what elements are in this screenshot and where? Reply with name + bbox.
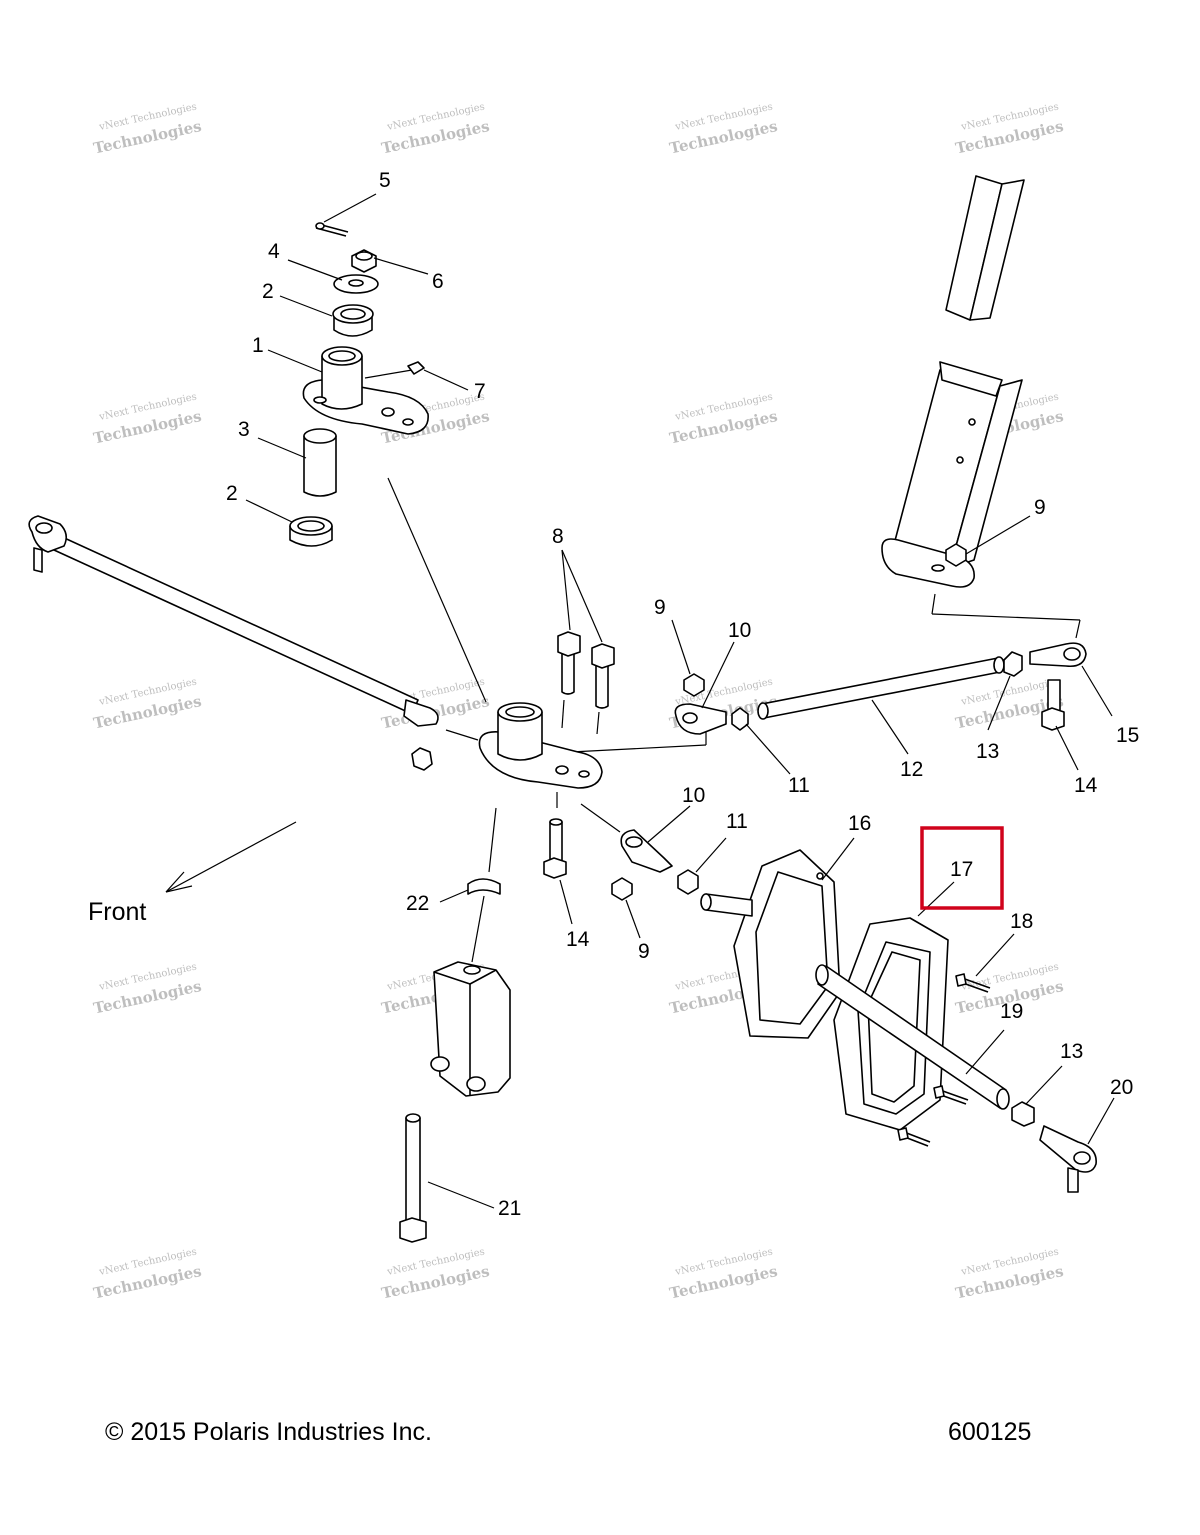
washer-part xyxy=(333,274,379,294)
callout-22: 22 xyxy=(406,892,429,915)
drawing-number: 600125 xyxy=(948,1418,1032,1446)
watermark-grid: vNext Technologies Technologies vNext Te… xyxy=(92,102,1065,1303)
callout-11-lower: 11 xyxy=(726,810,748,833)
callout-13: 13 xyxy=(976,740,999,763)
steering-column-part xyxy=(881,175,1025,588)
steering-boot-part xyxy=(700,849,841,1039)
watermark: vNext Technologies Technologies xyxy=(954,1247,1065,1303)
watermark: vNext Technologies Technologies xyxy=(668,1247,779,1303)
callout-15: 15 xyxy=(1116,724,1139,747)
frame-bracket-part xyxy=(430,961,511,1097)
callout-8: 8 xyxy=(552,525,564,548)
callout-18: 18 xyxy=(1010,910,1033,933)
callout-16: 16 xyxy=(848,812,871,835)
callout-12: 12 xyxy=(900,758,923,781)
tie-rod-end-part xyxy=(620,829,673,873)
tie-rod-end-part xyxy=(1029,642,1087,668)
screw-part xyxy=(955,973,991,993)
callout-10: 10 xyxy=(728,619,751,642)
idler-arm-part xyxy=(478,702,603,789)
nut-part xyxy=(1011,1101,1035,1127)
callout-6: 6 xyxy=(432,270,444,293)
bushing-upper-part xyxy=(332,304,374,337)
watermark: vNext Technologies Technologies xyxy=(92,677,203,733)
callout-1: 1 xyxy=(252,334,264,357)
callout-2: 2 xyxy=(262,280,274,303)
watermark: vNext Technologies Technologies xyxy=(92,1247,203,1303)
callout-19: 19 xyxy=(1000,1000,1023,1023)
callout-3: 3 xyxy=(238,418,250,441)
callout-7: 7 xyxy=(474,380,486,403)
watermark: vNext Technologies Technologies xyxy=(380,1247,491,1303)
watermark: vNext Technologies Technologies xyxy=(92,392,203,448)
screw-part xyxy=(933,1085,969,1105)
tie-rod-long-part xyxy=(28,515,439,727)
callout-2-lower: 2 xyxy=(226,482,238,505)
callout-20: 20 xyxy=(1110,1076,1133,1099)
nut-part xyxy=(683,673,705,697)
nut-part xyxy=(1003,651,1023,677)
callout-4: 4 xyxy=(268,240,280,263)
bolt-part xyxy=(591,643,615,709)
callout-9-upper-right: 9 xyxy=(1034,496,1046,519)
watermark: vNext Technologies Technologies xyxy=(92,102,203,158)
callout-labels: 5 4 6 2 1 7 3 2 8 9 10 11 12 13 14 15 9 … xyxy=(226,169,1139,1220)
watermark: vNext Technologies Technologies xyxy=(668,392,779,448)
callout-5: 5 xyxy=(379,169,391,192)
watermark: vNext Technologies Technologies xyxy=(668,102,779,158)
cotter-pin-part xyxy=(315,222,349,237)
callout-13-lower: 13 xyxy=(1060,1040,1083,1063)
callout-highlight-box xyxy=(920,826,1004,910)
tie-rod-end-part xyxy=(674,703,727,735)
nut-part xyxy=(411,747,433,771)
callout-14: 14 xyxy=(1074,774,1098,797)
bolt-part xyxy=(557,631,581,695)
callout-10-lower: 10 xyxy=(682,784,705,807)
spacer-tube-part xyxy=(303,428,337,497)
bolt-part xyxy=(543,818,567,879)
callout-14-lower: 14 xyxy=(566,928,590,951)
watermark: vNext Technologies Technologies xyxy=(92,962,203,1018)
clip-part xyxy=(467,878,501,895)
nut-part xyxy=(351,249,377,273)
tie-rod-end-part xyxy=(1039,1125,1097,1193)
steering-shaft-part xyxy=(815,964,1010,1110)
long-bolt-part xyxy=(399,1113,427,1243)
steering-post-part xyxy=(302,346,429,435)
assembly-lines xyxy=(364,369,1081,963)
callout-17: 17 xyxy=(950,858,973,881)
watermark: vNext Technologies Technologies xyxy=(954,102,1065,158)
callout-9-lower: 9 xyxy=(638,940,650,963)
bushing-lower-part xyxy=(289,516,333,547)
watermark: vNext Technologies Technologies xyxy=(380,102,491,158)
callout-9: 9 xyxy=(654,596,666,619)
grease-fitting-part xyxy=(407,361,425,375)
copyright-text: © 2015 Polaris Industries Inc. xyxy=(105,1418,432,1446)
tie-rod-tube-part xyxy=(757,656,1005,720)
callout-21: 21 xyxy=(498,1197,521,1220)
bolt-part xyxy=(1041,679,1065,731)
jam-nut-part xyxy=(677,869,699,895)
front-direction-arrow xyxy=(165,821,297,893)
front-label: Front xyxy=(88,898,146,926)
nut-part xyxy=(611,877,633,901)
screw-part xyxy=(897,1127,931,1147)
jam-nut-part xyxy=(731,707,749,731)
callout-11: 11 xyxy=(788,774,810,797)
nut-part xyxy=(945,543,967,567)
leader-lines xyxy=(245,193,1115,1209)
